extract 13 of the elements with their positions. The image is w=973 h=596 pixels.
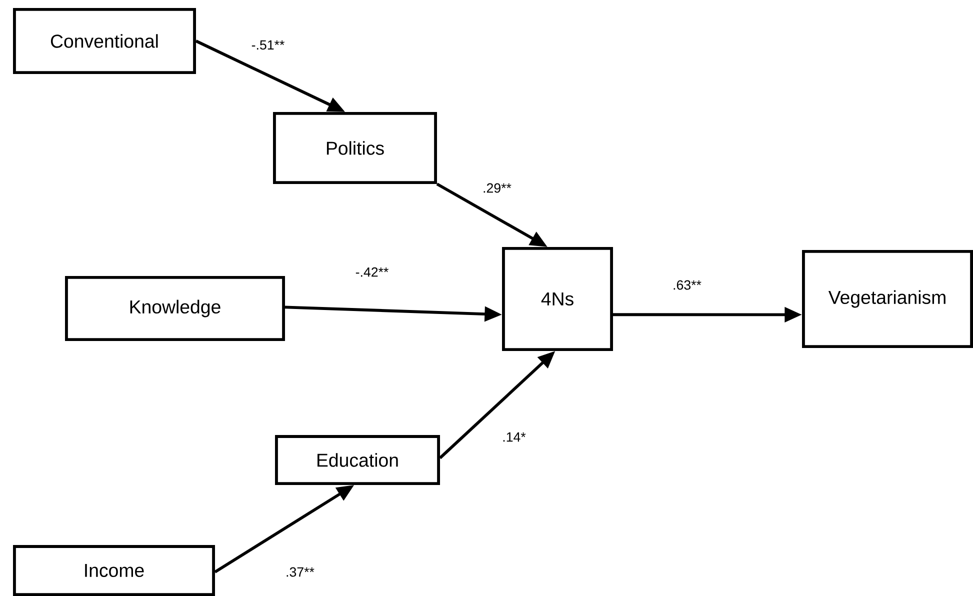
- variable-box: Income: [13, 545, 215, 596]
- variable-box: Vegetarianism: [802, 250, 973, 348]
- edge-label: .37**: [284, 566, 316, 578]
- edge-label: -.42**: [354, 266, 390, 278]
- variable-box: Knowledge: [65, 276, 285, 341]
- edge-label: .14*: [500, 431, 528, 443]
- variable-box: Politics: [273, 112, 437, 184]
- edge-label: .29**: [481, 182, 513, 194]
- edge-label: .63**: [671, 278, 703, 292]
- edge-label: -.51**: [250, 39, 286, 51]
- variable-box: Education: [275, 435, 440, 485]
- variable-box: Conventional: [13, 8, 196, 74]
- variable-box: 4Ns: [502, 247, 613, 351]
